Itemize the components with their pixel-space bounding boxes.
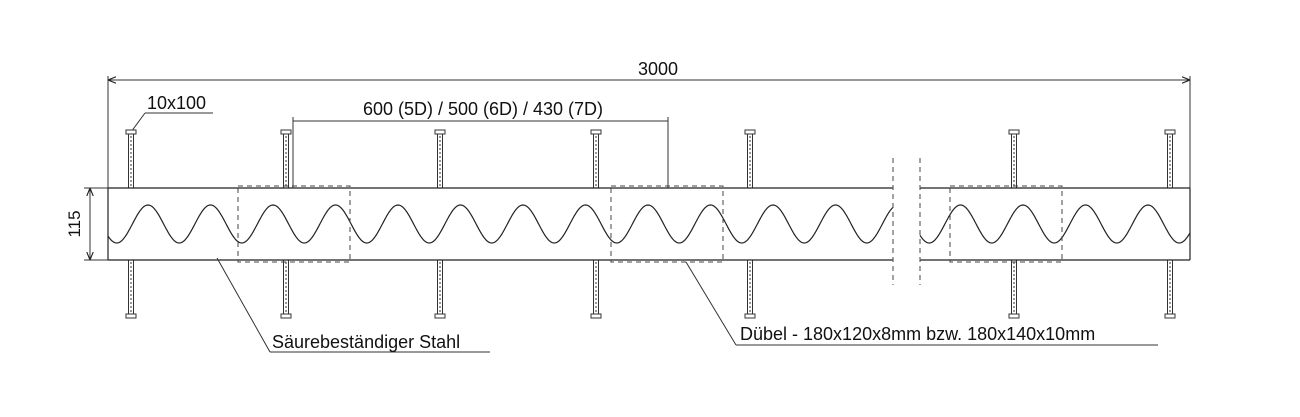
bolt xyxy=(1008,129,1020,319)
overall-length-label: 3000 xyxy=(638,59,678,79)
bolt xyxy=(1164,129,1176,319)
wave-profile xyxy=(107,204,1191,244)
bolt xyxy=(590,129,602,319)
dowel-plates xyxy=(237,185,1063,263)
bolt xyxy=(280,129,292,319)
bolt-group xyxy=(125,129,1176,319)
break-lines xyxy=(892,158,921,285)
bolt-label: 10x100 xyxy=(147,93,206,113)
overall-dimension: 3000 xyxy=(107,59,1191,260)
steel-rail xyxy=(107,187,1191,261)
bolt xyxy=(434,129,446,319)
bolt xyxy=(744,129,756,319)
height-label: 115 xyxy=(65,210,84,237)
dowel-label: Dübel - 180x120x8mm bzw. 180x140x10mm xyxy=(740,324,1095,344)
bolt-callout: 10x100 xyxy=(130,93,213,133)
height-dimension: 115 xyxy=(65,187,108,261)
spacing-dimension: 600 (5D) / 500 (6D) / 430 (7D) xyxy=(292,99,669,188)
bolt xyxy=(125,129,137,319)
dowel-plate xyxy=(610,185,724,263)
material-label: Säurebeständiger Stahl xyxy=(272,332,460,352)
dowel-callout: Dübel - 180x120x8mm bzw. 180x140x10mm xyxy=(685,261,1158,346)
spacing-label: 600 (5D) / 500 (6D) / 430 (7D) xyxy=(363,99,603,119)
dowel-plate xyxy=(949,185,1063,263)
material-callout: Säurebeständiger Stahl xyxy=(216,257,490,353)
dowel-plate xyxy=(237,185,351,263)
